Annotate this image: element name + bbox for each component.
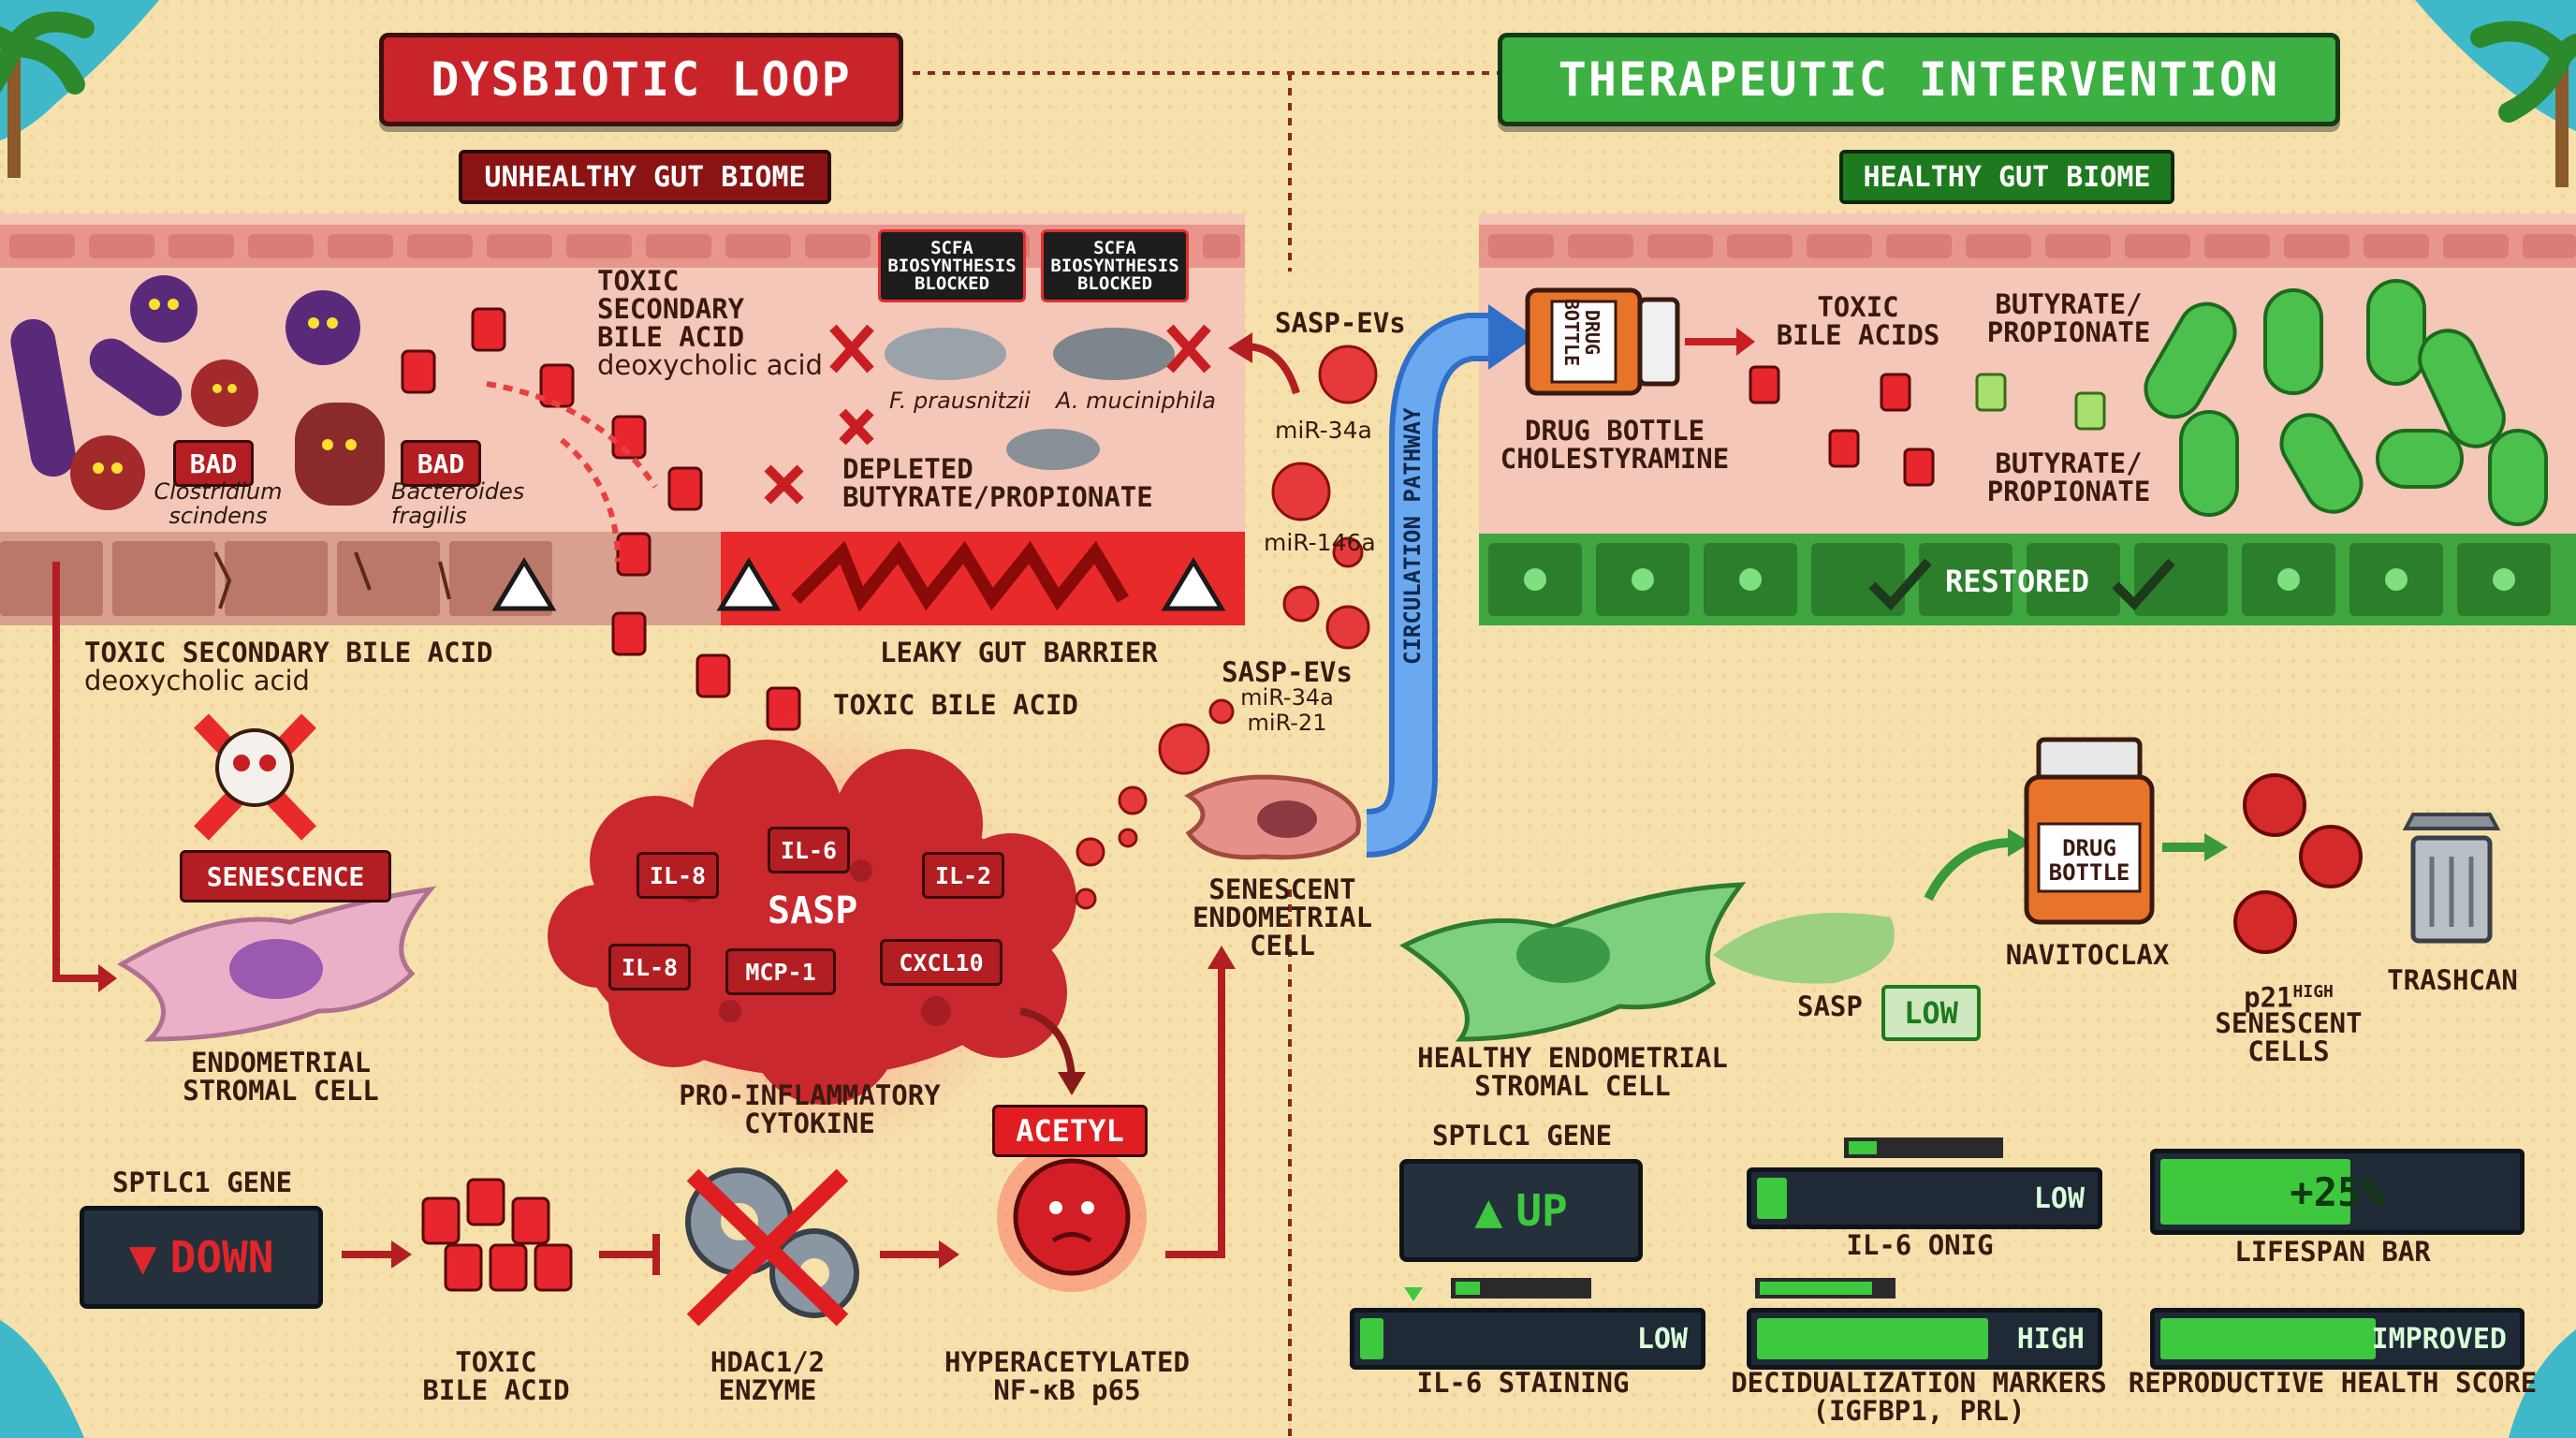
decidualization-bar: HIGH <box>1747 1308 2102 1370</box>
lifespan-bar: +25% <box>2150 1149 2525 1235</box>
lifespan-fill <box>2160 1159 2350 1225</box>
lifespan-label: LIFESPAN BAR <box>2234 1236 2431 1268</box>
il6-staining-bar: LOW <box>1350 1308 1705 1370</box>
bad-bacteria-cluster <box>10 275 385 510</box>
toxic-bile-acid-label: TOXIC BILE ACID <box>833 689 1078 721</box>
mir34a-label: miR-34a <box>1275 417 1372 444</box>
sasp-label-right: SASP <box>1797 990 1863 1022</box>
il6-onig-fill <box>1757 1178 1788 1219</box>
cytokine-il8-1: IL-8 <box>637 852 719 899</box>
trashcan-icon <box>2402 813 2501 944</box>
good-bacteria-cluster <box>2144 279 2548 526</box>
sasp-low-badge: LOW <box>1881 985 1981 1041</box>
sasp-low-cloud <box>1713 913 1895 984</box>
toxic-bile-bottles <box>401 307 801 731</box>
circulation-pathway-label: CIRCULATION PATHWAY <box>1399 407 1426 665</box>
acetyl-tag: ACETYL <box>992 1105 1148 1157</box>
navitoclax-bottle-icon <box>2024 737 2155 925</box>
cytokine-mcp1: MCP-1 <box>725 948 836 995</box>
repro-health-fill <box>2160 1318 2376 1359</box>
sasp-title: SASP <box>768 889 858 932</box>
dysbiotic-loop-title: DYSBIOTIC LOOP <box>379 33 903 126</box>
repro-health-label: REPRODUCTIVE HEALTH SCORE <box>2128 1367 2538 1399</box>
drug-bottle-icon <box>1525 287 1680 396</box>
butyrate-label-1: BUTYRATE/PROPIONATE <box>1986 288 2151 348</box>
senescence-tag: SENESCENCE <box>180 850 391 902</box>
sasp-evs-label-1: SASP-EVs <box>1275 307 1406 339</box>
cytokine-il8-2: IL-8 <box>608 944 691 990</box>
bad-tag-2: BAD <box>401 440 481 487</box>
senescent-cells-icon <box>2233 773 2363 954</box>
a-muciniphila-label: A. muciniphila <box>1056 388 1216 414</box>
il6-staining-fill <box>1360 1318 1383 1359</box>
p21-label: p21HIGH <box>2244 981 2334 1014</box>
healthy-gut-subtitle: HEALTHY GUT BIOME <box>1839 150 2174 204</box>
cytokine-il2: IL-2 <box>922 852 1004 899</box>
navitoclax-label: NAVITOCLAX <box>2005 939 2170 971</box>
microbe-clostridium: Clostridium scindens <box>154 478 283 529</box>
palm-tree-right-icon <box>2470 21 2576 187</box>
therapeutic-intervention-title: THERAPEUTIC INTERVENTION <box>1498 33 2340 126</box>
warning-icon <box>491 557 1226 611</box>
sptlc1-label-left: SPTLC1 GENE <box>112 1167 293 1198</box>
butyrate-label-2: BUTYRATE/PROPIONATE <box>1986 448 2151 507</box>
il6-onig-label: IL-6 ONIG <box>1846 1229 1994 1261</box>
unhealthy-gut-subtitle: UNHEALTHY GUT BIOME <box>459 150 831 204</box>
mir146a-label: miR-146a <box>1264 529 1376 556</box>
hdac-enzyme-gear-icon <box>685 1167 859 1327</box>
decidualization-label: DECIDUALIZATION MARKERS(IGFBP1, PRL) <box>1731 1367 2107 1427</box>
palm-tree-left-icon <box>0 11 95 178</box>
trashcan-label: TRASHCAN <box>2387 964 2518 996</box>
skull-crossbones-icon <box>194 713 316 841</box>
cytokine-il6: IL-6 <box>768 827 850 873</box>
f-prausnitzii-label: F. prausnitzii <box>889 388 1031 414</box>
microbe-bacteroides: Bacteroides fragilis <box>391 478 525 529</box>
cytokine-cxcl10: CXCL10 <box>880 939 1003 986</box>
arrow-up-icon: ▲ <box>1474 1183 1503 1238</box>
sasp-evs-label-2: SASP-EVs miR-34a miR-21 <box>1222 656 1353 736</box>
sptlc1-down-indicator: ▼ DOWN <box>80 1206 323 1309</box>
leaky-gut-label: LEAKY GUT BARRIER <box>880 637 1158 668</box>
decidualization-fill <box>1757 1318 1988 1359</box>
barrier-toxic-bile-label: TOXIC SECONDARY BILE ACID deoxycholic ac… <box>84 637 493 697</box>
repro-health-bar: IMPROVED <box>2150 1308 2525 1370</box>
sptlc1-label-right: SPTLC1 GENE <box>1432 1120 1613 1152</box>
il6-staining-label: IL-6 STAINING <box>1416 1367 1630 1399</box>
bad-tag-1: BAD <box>173 440 254 487</box>
arrow-down-icon: ▼ <box>128 1230 157 1284</box>
checkmark-icon <box>1868 558 2175 611</box>
sptlc1-up-indicator: ▲ UP <box>1399 1159 1643 1262</box>
restored-label: RESTORED <box>1944 564 2090 599</box>
il6-onig-bar: LOW <box>1747 1167 2102 1229</box>
